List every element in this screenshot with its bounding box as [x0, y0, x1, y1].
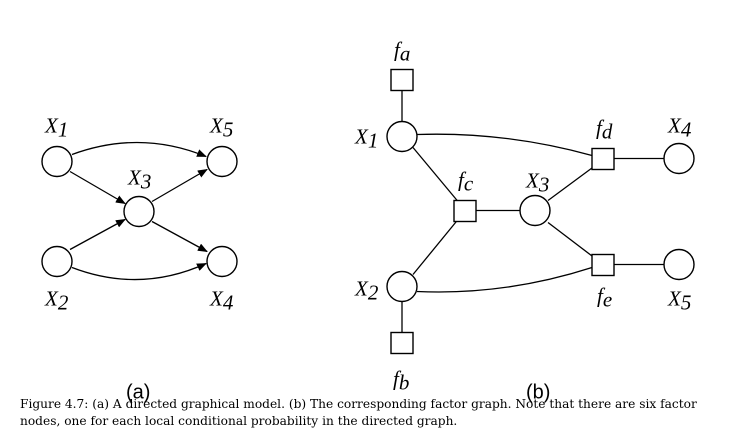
label-b-x1: X1 — [354, 125, 378, 153]
label-b-fd: fd — [596, 116, 613, 144]
factor-b-fc — [453, 199, 477, 223]
panel-b-label: (b) — [526, 382, 550, 404]
edge-a-x2-x4 — [71, 262, 207, 281]
factor-b-fb — [390, 331, 414, 355]
node-a-x2 — [41, 245, 73, 278]
edge-b-x2-fc — [412, 219, 459, 275]
node-a-x1 — [41, 145, 73, 178]
label-b-x4: X4 — [667, 114, 692, 142]
node-b-x5 — [663, 248, 695, 281]
label-a-x1: X1 — [44, 114, 68, 142]
edge-a-x1-x5 — [71, 141, 207, 158]
label-b-fb: fb — [393, 367, 409, 395]
node-b-x4 — [663, 142, 695, 175]
edge-a-x1-x3 — [69, 170, 126, 205]
label-b-x5: X5 — [667, 287, 691, 315]
panel-b: fa X1 fc X3 fd X4 X2 fe X5 fb (b) — [354, 38, 695, 404]
node-a-x4 — [206, 245, 238, 278]
node-b-x2 — [386, 270, 418, 303]
label-a-x3: X3 — [127, 166, 151, 194]
node-a-x3 — [123, 195, 155, 228]
edge-b-x2-fe — [416, 266, 593, 293]
edge-a-x3-x4 — [151, 220, 208, 253]
edge-b-x3-fd — [547, 165, 595, 202]
node-b-x1 — [386, 120, 418, 153]
factor-b-fe — [591, 253, 615, 277]
label-b-fe: fe — [597, 284, 612, 312]
node-b-x3 — [519, 194, 551, 227]
label-b-x3: X3 — [525, 169, 549, 197]
edge-a-x3-x5 — [151, 168, 208, 203]
label-a-x4: X4 — [209, 287, 234, 315]
factor-b-fa — [390, 68, 414, 92]
label-b-fa: fa — [394, 38, 410, 66]
label-a-x2: X2 — [44, 287, 69, 315]
edge-b-x3-fe — [547, 221, 595, 259]
edge-a-x2-x3 — [69, 218, 126, 251]
edge-b-x1-fc — [412, 147, 459, 202]
panel-a-label: (a) — [126, 382, 150, 404]
node-a-x5 — [206, 145, 238, 178]
panel-a: X1 X5 X3 X2 X4 (a) — [41, 114, 238, 404]
factor-b-fd — [591, 147, 615, 171]
edge-b-x1-fd — [416, 133, 593, 157]
label-b-fc: fc — [458, 168, 474, 196]
label-b-x2: X2 — [354, 277, 379, 305]
figure-caption: Figure 4.7: (a) A directed graphical mod… — [20, 397, 697, 428]
label-a-x5: X5 — [209, 114, 233, 142]
